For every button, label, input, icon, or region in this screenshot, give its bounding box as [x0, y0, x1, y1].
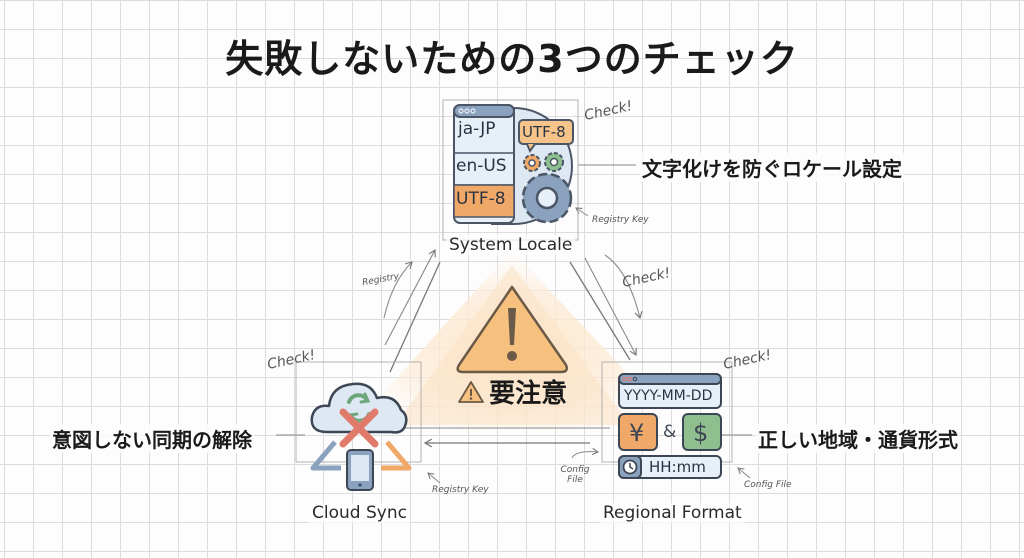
regional-format-label: Regional Format: [600, 503, 745, 523]
system-locale-callout: 文字化けを防ぐロケール設定: [640, 153, 904, 182]
regional-format-note: Config File: [744, 480, 792, 490]
registry-key-arrow-bottom: [427, 472, 441, 484]
time-bar: [618, 455, 722, 479]
utf8-bubble: [518, 119, 574, 145]
edge-left-arrow: [384, 248, 436, 346]
utf8-bubble-text: UTF-8: [522, 123, 566, 141]
dollar-icon: $: [693, 419, 709, 447]
regional-format-callout: 正しい地域・通貨形式: [756, 424, 960, 453]
gear-icon: [521, 172, 573, 224]
cross-icon: [339, 408, 379, 448]
dollar-tile: [682, 413, 722, 451]
cloud-sync-callout: 意図しない同期の解除: [50, 424, 254, 453]
date-window-icon: [618, 373, 722, 409]
clock-icon: [622, 459, 638, 475]
locale-item-ja-jp: ja-JP: [458, 119, 496, 139]
browser-window-icon: [453, 104, 515, 224]
page-title: 失敗しないための3つのチェック: [225, 37, 799, 81]
cloud-icon: [310, 382, 408, 434]
warning-triangle-icon: [456, 285, 569, 374]
small-gear-green-icon: [544, 152, 564, 172]
regional-format-node: YYYY-MM-DD ¥ & $ HH:mm: [617, 372, 725, 484]
left-sync-arrow-icon: [310, 440, 341, 471]
config-arrow-left: [571, 447, 600, 459]
edge-right: [569, 261, 631, 361]
ampersand-text: &: [663, 422, 677, 442]
tablet-icon: [346, 449, 374, 491]
cloud-sync-note: Registry Key: [432, 485, 489, 495]
edge-left: [389, 261, 441, 373]
config-file-note: Config File: [560, 465, 590, 485]
locale-item-en-us: en-US: [456, 156, 507, 176]
system-locale-note: Registry Key: [592, 215, 649, 225]
config-arrow-right: [737, 467, 751, 479]
cloud-sync-node: [305, 372, 415, 501]
yen-tile: [618, 413, 658, 451]
edge-right-arrow: [584, 257, 637, 357]
check-curve-arrow: [604, 254, 643, 320]
right-sync-arrow-icon: [381, 440, 412, 471]
caution-label: 要注意: [458, 373, 567, 410]
locale-item-utf8: UTF-8: [456, 189, 506, 209]
date-format-text: YYYY-MM-DD: [624, 388, 713, 404]
yen-icon: ¥: [629, 419, 645, 447]
small-warning-icon: [458, 381, 484, 403]
cloud-sync-label: Cloud Sync: [309, 503, 410, 523]
system-locale-label: System Locale: [446, 235, 576, 255]
registry-curve-arrow: [383, 261, 413, 319]
small-gear-orange-icon: [523, 154, 541, 172]
caution-text: 要注意: [489, 379, 568, 409]
time-format-text: HH:mm: [649, 458, 706, 476]
system-locale-node: ja-JP en-US UTF-8 UTF-8: [452, 103, 577, 232]
